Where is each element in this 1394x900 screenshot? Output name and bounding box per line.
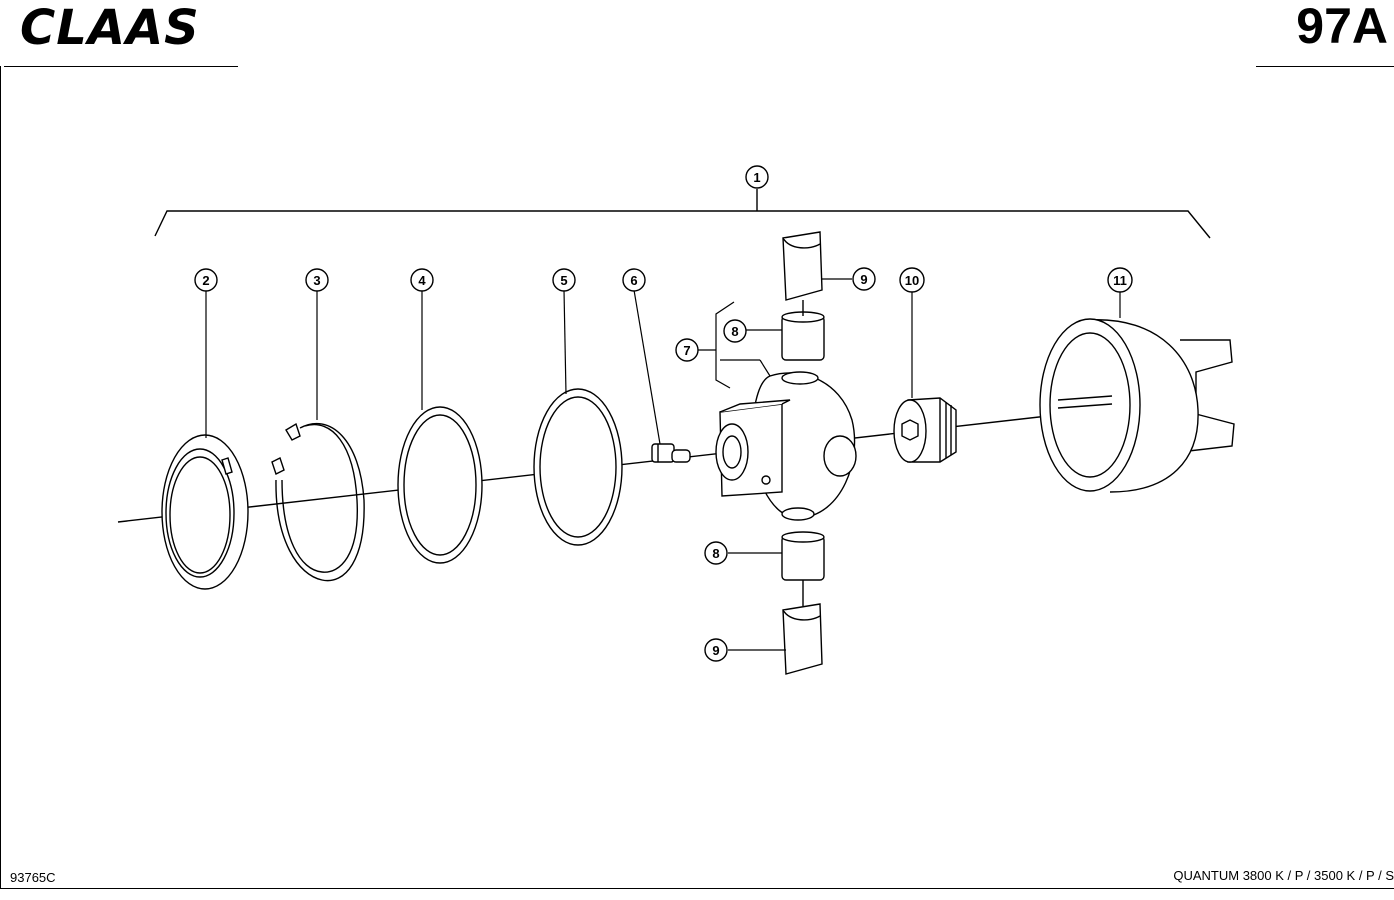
callout-3: 3 (305, 268, 329, 292)
callout-9-top: 9 (852, 267, 876, 291)
assembly-bracket (154, 189, 1211, 239)
part-9-cap-top (782, 231, 823, 301)
callout-2: 2 (194, 268, 218, 292)
model-designation: QUANTUM 3800 K / P / 3500 K / P / S (1173, 868, 1394, 883)
callout-8-bottom: 8 (704, 541, 728, 565)
frame-left (0, 66, 1, 888)
callout-10: 10 (899, 267, 925, 293)
part-2-seal-ring (161, 434, 249, 590)
svg-text:1: 1 (753, 170, 760, 185)
part-11-yoke-housing (1039, 318, 1235, 493)
svg-text:6: 6 (630, 273, 637, 288)
callout-6: 6 (622, 268, 646, 292)
part-3-circlip (271, 422, 365, 582)
page-number: 97A (1296, 0, 1388, 54)
leader-lines (205, 278, 1121, 651)
claas-logo: CLAAS (20, 0, 200, 56)
svg-text:5: 5 (560, 273, 567, 288)
part-6-grease-nipple (651, 443, 691, 463)
part-9-cap-bottom (782, 603, 823, 675)
svg-text:8: 8 (731, 324, 738, 339)
callout-8-top: 8 (723, 319, 747, 343)
svg-text:8: 8 (712, 546, 719, 561)
part-8-bushing-top (781, 311, 825, 361)
svg-text:7: 7 (683, 343, 690, 358)
frame-bottom (0, 888, 1394, 889)
svg-text:9: 9 (860, 272, 867, 287)
callout-4: 4 (410, 268, 434, 292)
part-7-cross-hub (715, 371, 857, 521)
svg-text:9: 9 (712, 643, 719, 658)
callout-5: 5 (552, 268, 576, 292)
part-8-bushing-bottom (781, 531, 825, 581)
header-rule-left (4, 66, 238, 67)
svg-text:4: 4 (418, 273, 426, 288)
callout-1: 1 (745, 165, 769, 189)
header-rule-right (1256, 66, 1394, 67)
part-5-washer (533, 388, 623, 546)
drawing-code: 93765C (10, 870, 56, 885)
part-4-ring (397, 406, 483, 564)
svg-text:2: 2 (202, 273, 209, 288)
svg-text:10: 10 (905, 273, 919, 288)
callout-7: 7 (675, 338, 699, 362)
svg-text:3: 3 (313, 273, 320, 288)
svg-text:11: 11 (1113, 273, 1127, 288)
callout-9-bottom: 9 (704, 638, 728, 662)
part-10-plug-screw (893, 397, 957, 463)
callout-11: 11 (1107, 267, 1133, 293)
